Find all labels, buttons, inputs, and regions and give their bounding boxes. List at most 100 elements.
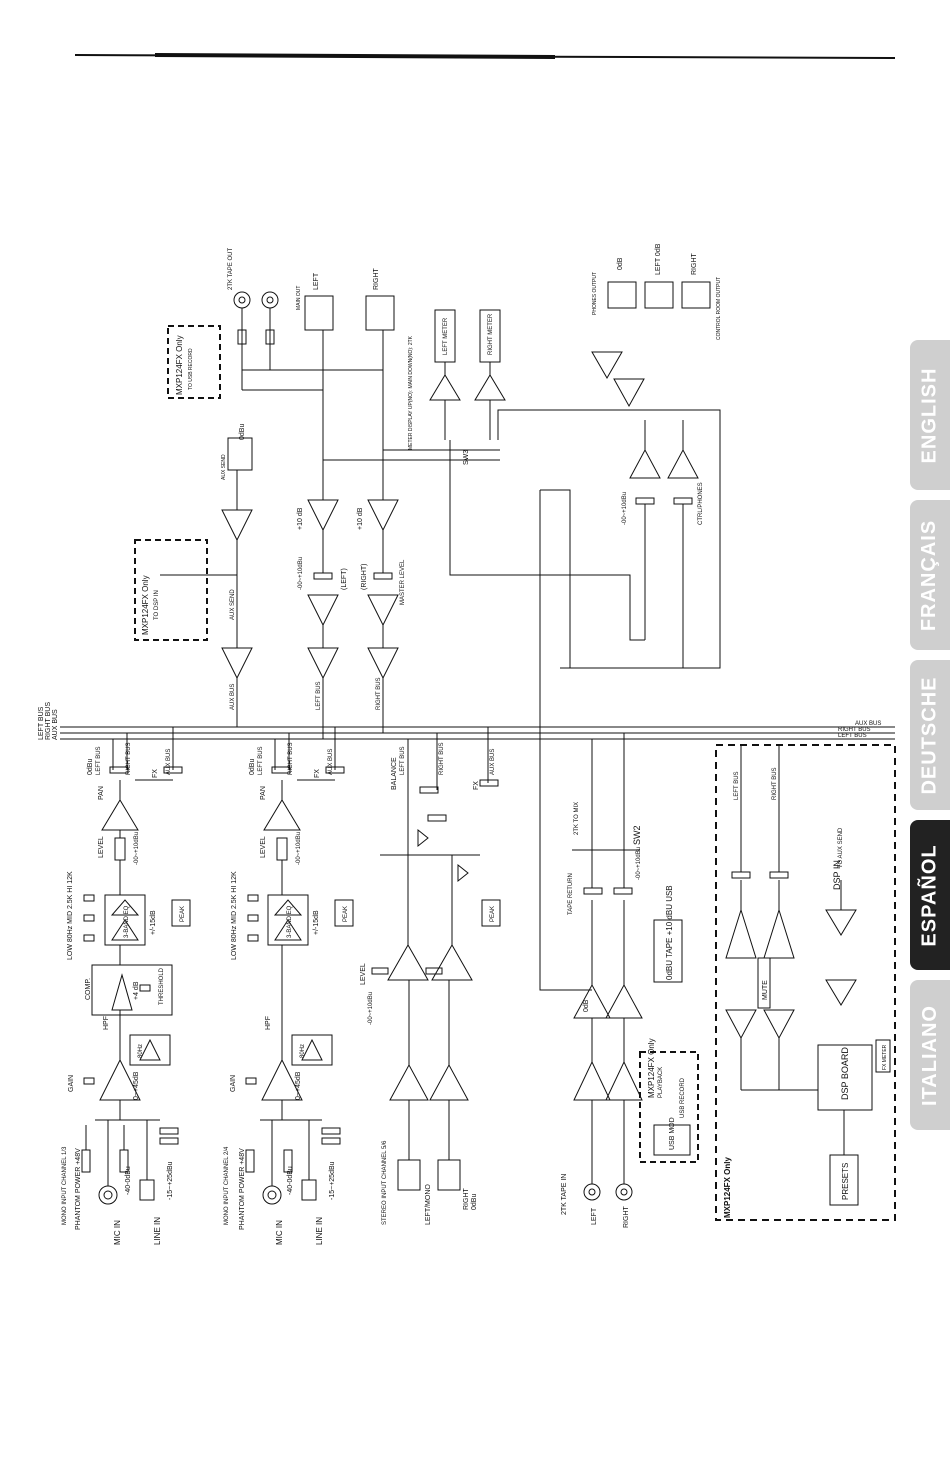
- master-right-paren: (RIGHT): [361, 564, 368, 590]
- master-aux-odbu-label: 0dBu: [239, 424, 246, 440]
- master-meter-display-label: METER DISPLAY UP(NO): MAIN DOWN(NO): 2TK: [408, 335, 414, 450]
- mono1-aux-bus: AUX BUS: [166, 749, 172, 775]
- master-main-out-label: MAIN OUT: [296, 286, 302, 310]
- tab-francais-label: FRANÇAIS: [918, 519, 941, 631]
- stereo-aux-bus: AUX BUS: [490, 749, 496, 775]
- tab-deutsche[interactable]: DEUTSCHE: [910, 660, 950, 810]
- mono2-aux-bus: AUX BUS: [328, 749, 334, 775]
- stereo-left-mono: LEFT/MONO: [425, 1184, 432, 1225]
- master-left-meter-label: LEFT METER: [443, 317, 449, 355]
- tape-usb-record-label: USB RECORD: [680, 1077, 686, 1118]
- mono2-hpf: HPF: [265, 1016, 272, 1030]
- mono1-mic-in: MIC IN: [113, 1220, 122, 1245]
- mono2-fx: FX: [314, 769, 321, 778]
- aux-bus-label-left: AUX BUS: [52, 709, 59, 740]
- master-left-odb-label: LEFT 0dB: [655, 243, 662, 275]
- master-left-label: LEFT: [313, 272, 320, 290]
- tab-english[interactable]: ENGLISH: [910, 340, 950, 490]
- dsp-section: [715, 744, 896, 1221]
- mono2-eq-bands: LOW 80Hz MID 2.5K HI 12K: [231, 871, 238, 960]
- master-usb-only-label: MXP124FX Only: [175, 335, 184, 395]
- mono2-line-range: -15~+25dBu: [329, 1161, 336, 1200]
- master-aux-bus-label: AUX BUS: [230, 684, 236, 710]
- master-right-bus-label: RIGHT BUS: [376, 677, 382, 710]
- stereo-level-range: -00~+10dBu: [368, 992, 374, 1025]
- mono2-line-in: LINE IN: [315, 1217, 324, 1245]
- tape-usb-box-label: 0dBU TAPE +10 dBU USB: [665, 885, 674, 980]
- mono2-gain-range: 0~+45dB: [295, 1071, 302, 1100]
- mono1-comp-gain: +4 dB: [133, 981, 140, 1000]
- tape-range-label: -00~+10dBu: [636, 847, 642, 880]
- master-plus10-left: +10 dB: [297, 507, 304, 530]
- master-dsp-only-label: MXP124FX Only: [141, 575, 150, 635]
- mono1-level-range: -00~+10dBu: [134, 832, 140, 865]
- stereo-left-bus: LEFT BUS: [400, 746, 406, 775]
- tape-section: [572, 733, 699, 1201]
- mono1-hpf: HPF: [103, 1016, 110, 1030]
- mono1-input-title: MONO INPUT CHANNEL 1/3: [62, 1146, 68, 1225]
- mono1-hpf-freq: 80Hz: [138, 1044, 144, 1058]
- mono1-phantom: PHANTOM POWER +48V: [75, 1148, 82, 1230]
- dsp-to-aux-send-label: TO AUX SEND: [838, 827, 844, 868]
- mono1-odbu: 0dBu: [87, 759, 94, 775]
- dsp-right-bus-label: RIGHT BUS: [772, 767, 778, 800]
- mono-channel-1: [81, 727, 191, 1205]
- mono2-odbu: 0dBu: [249, 759, 256, 775]
- tape-odb-label: 0dB: [583, 999, 590, 1012]
- master-plus10-right: +10 dB: [357, 507, 364, 530]
- tape-in-label: 2TK TAPE IN: [561, 1174, 568, 1215]
- tab-italiano[interactable]: ITALIANO: [910, 980, 950, 1130]
- aux-bus-label-right: AUX BUS: [855, 721, 881, 727]
- master-tape-out-label: 2TK TAPE OUT: [228, 248, 234, 290]
- header-rule: [75, 53, 895, 59]
- dsp-left-bus-label: LEFT BUS: [734, 771, 740, 800]
- right-bus-label-right: RIGHT BUS: [838, 727, 871, 733]
- tape-sw2-label: SW2: [632, 825, 642, 845]
- mono1-gain: GAIN: [68, 1075, 75, 1092]
- master-to-dsp-label: TO DSP IN: [154, 590, 160, 620]
- tab-espanol[interactable]: ESPAÑOL: [910, 820, 950, 970]
- tab-francais[interactable]: FRANÇAIS: [910, 500, 950, 650]
- right-bus-label-left: RIGHT BUS: [45, 702, 52, 740]
- mono2-right-bus: RIGHT BUS: [288, 742, 294, 775]
- tab-english-label: ENGLISH: [918, 367, 941, 463]
- left-bus-label-right: LEFT BUS: [838, 733, 867, 739]
- master-section: [134, 281, 721, 991]
- stereo-input-title: STEREO INPUT CHANNEL 5/6: [382, 1140, 388, 1225]
- master-ctrl-range-label: -00~+10dBu: [622, 492, 628, 525]
- mono2-level-range: -00~+10dBu: [296, 832, 302, 865]
- stereo-level: LEVEL: [360, 963, 367, 985]
- tape-left-label: LEFT: [591, 1207, 598, 1225]
- tab-deutsche-label: DEUTSCHE: [918, 675, 941, 795]
- mono1-comp: COMP.: [85, 978, 92, 1000]
- tape-right-label: RIGHT: [623, 1206, 630, 1229]
- master-phones-out-label: PHONES OUTPUT: [592, 272, 598, 315]
- mono1-line-range: -15~+25dBu: [167, 1161, 174, 1200]
- stereo-channel: [371, 727, 501, 1191]
- stereo-right: RIGHT: [463, 1188, 470, 1211]
- mono1-eq: 3-BAND EQ: [124, 905, 130, 938]
- stereo-odbu: 0dBu: [471, 1194, 478, 1210]
- mono1-level: LEVEL: [98, 836, 105, 858]
- master-phones-odb-label: 0dB: [617, 257, 624, 270]
- mono2-hpf-freq: 80Hz: [300, 1044, 306, 1058]
- mono2-eq-range: +/-15dB: [313, 910, 320, 935]
- stereo-right-bus: RIGHT BUS: [439, 742, 445, 775]
- master-to-usb-label: TO USB RECORD: [188, 348, 194, 390]
- dsp-fx-meter-label: FX METER: [882, 1044, 888, 1070]
- mono1-left-bus: LEFT BUS: [96, 746, 102, 775]
- mono-channel-2: [245, 727, 354, 1205]
- master-aux-out-label: AUX SEND: [221, 454, 227, 480]
- master-aux-send-label: AUX SEND: [230, 589, 236, 620]
- mono1-peak: PEAK: [180, 906, 186, 922]
- mono1-fx: FX: [152, 769, 159, 778]
- mono2-eq: 3-BAND EQ: [287, 905, 293, 938]
- master-control-room-label: CONTROL ROOM OUTPUT: [716, 277, 722, 340]
- mono1-line-in: LINE IN: [153, 1217, 162, 1245]
- tape-usb-only-label: MXP124FX Only: [647, 1038, 656, 1098]
- master-left-bus-label: LEFT BUS: [316, 681, 322, 710]
- stereo-fx: FX: [473, 781, 480, 790]
- stereo-balance: BALANCE: [391, 757, 398, 790]
- master-ctrl-phones-label: CTRL/PHONES: [698, 482, 704, 525]
- dsp-presets-label: PRESETS: [841, 1163, 850, 1200]
